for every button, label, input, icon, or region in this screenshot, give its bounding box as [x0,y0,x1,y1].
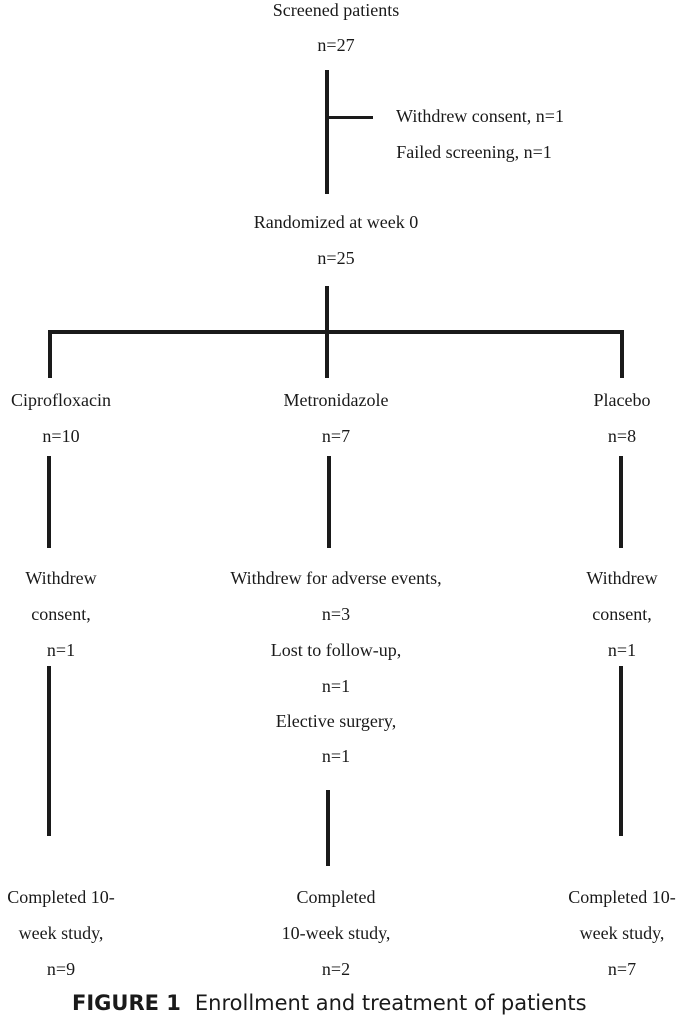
completed-text: week study, [18,923,104,943]
randomized-count: n=25 [317,248,355,268]
completed-text: n=2 [321,959,351,979]
figure-label: FIGURE 1 [72,991,181,1015]
connector-line [325,70,329,194]
arm-name-metronidazole: Metronidazole [283,390,389,410]
randomized-label: Randomized at week 0 [253,212,419,232]
arm-count-metronidazole: n=7 [321,426,351,446]
withdrawal-text: Withdrew [586,568,658,588]
arm-count-placebo: n=8 [607,426,637,446]
exclusion-branch-line [327,116,373,119]
arm-count-ciprofloxacin: n=10 [42,426,80,446]
completed-text: n=7 [607,959,637,979]
withdrawal-text: n=1 [321,746,351,766]
connector-line [619,666,623,836]
completed-text: Completed [296,887,376,907]
connector-line [619,456,623,548]
withdrawal-text: consent, [31,604,91,624]
withdrawal-text: Lost to follow-up, [270,640,402,660]
figure-caption: FIGURE 1 Enrollment and treatment of pati… [72,990,587,1016]
connector-line [48,330,52,378]
arm-name-ciprofloxacin: Ciprofloxacin [11,390,111,410]
exclusion-item: Failed screening, n=1 [396,142,552,162]
withdrawal-text: consent, [592,604,652,624]
withdrawal-text: n=1 [321,676,351,696]
screened-label: Screened patients [272,0,400,20]
completed-text: Completed 10- [7,887,115,907]
withdrawal-text: n=1 [607,640,637,660]
completed-text: 10-week study, [281,923,391,943]
connector-line [327,456,331,548]
withdrawal-text: Withdrew [25,568,97,588]
completed-text: week study, [579,923,665,943]
withdrawal-text: Withdrew for adverse events, [230,568,442,588]
withdrawal-text: Elective surgery, [275,711,397,731]
arm-name-placebo: Placebo [593,390,651,410]
withdrawal-text: n=1 [46,640,76,660]
figure-caption-text: Enrollment and treatment of patients [194,991,587,1015]
exclusion-item: Withdrew consent, n=1 [396,106,564,126]
completed-text: n=9 [46,959,76,979]
connector-line [620,330,624,378]
connector-line [47,666,51,836]
completed-text: Completed 10- [568,887,676,907]
arm-split-line [48,330,624,334]
connector-line [326,790,330,866]
connector-line [47,456,51,548]
withdrawal-text: n=3 [321,604,351,624]
screened-count: n=27 [317,35,355,55]
